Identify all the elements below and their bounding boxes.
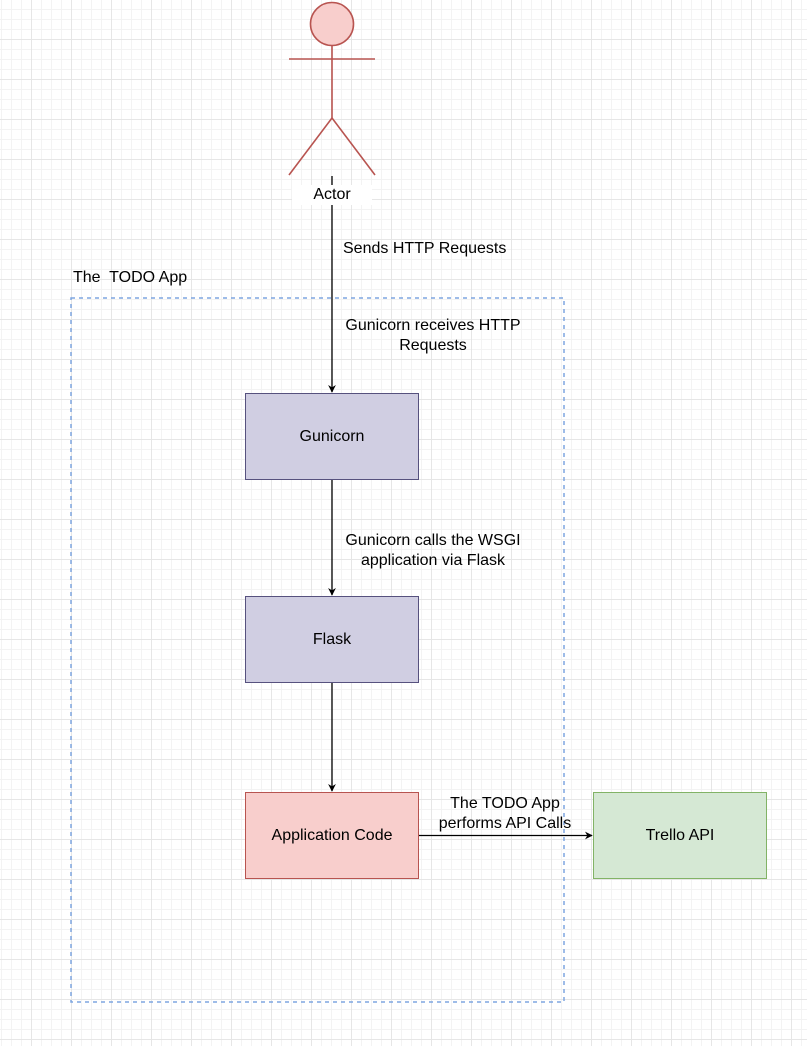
application-code-node[interactable]: Application Code: [245, 792, 419, 879]
application-code-node-label: Application Code: [271, 826, 393, 844]
actor-icon[interactable]: [288, 1, 376, 176]
edge-label-gunicorn-receives: Gunicorn receives HTTP Requests: [333, 316, 533, 356]
edge-label-gunicorn-calls: Gunicorn calls the WSGI application via …: [333, 531, 533, 571]
gunicorn-node[interactable]: Gunicorn: [245, 393, 419, 480]
container-label: The TODO App: [73, 269, 188, 286]
edge-label-api-calls-line1: The TODO App: [450, 795, 560, 812]
flask-node-label: Flask: [312, 630, 352, 648]
edge-label-api-calls: The TODO App performs API Calls: [425, 794, 585, 834]
edge-label-gunicorn-calls-line2: application via Flask: [360, 552, 506, 569]
trello-api-node[interactable]: Trello API: [593, 792, 767, 879]
edge-label-api-calls-line2: performs API Calls: [438, 815, 572, 832]
flask-node[interactable]: Flask: [245, 596, 419, 683]
edge-label-gunicorn-calls-line1: Gunicorn calls the WSGI: [345, 532, 521, 549]
edge-label-gunicorn-receives-line2: Requests: [399, 337, 467, 354]
actor-label: Actor: [292, 185, 372, 205]
edge-label-gunicorn-receives-line1: Gunicorn receives HTTP: [345, 317, 521, 334]
gunicorn-node-label: Gunicorn: [299, 427, 365, 445]
edge-label-sends-http: Sends HTTP Requests: [343, 240, 507, 257]
trello-api-node-label: Trello API: [645, 826, 715, 844]
todo-app-container[interactable]: [70, 297, 565, 1003]
